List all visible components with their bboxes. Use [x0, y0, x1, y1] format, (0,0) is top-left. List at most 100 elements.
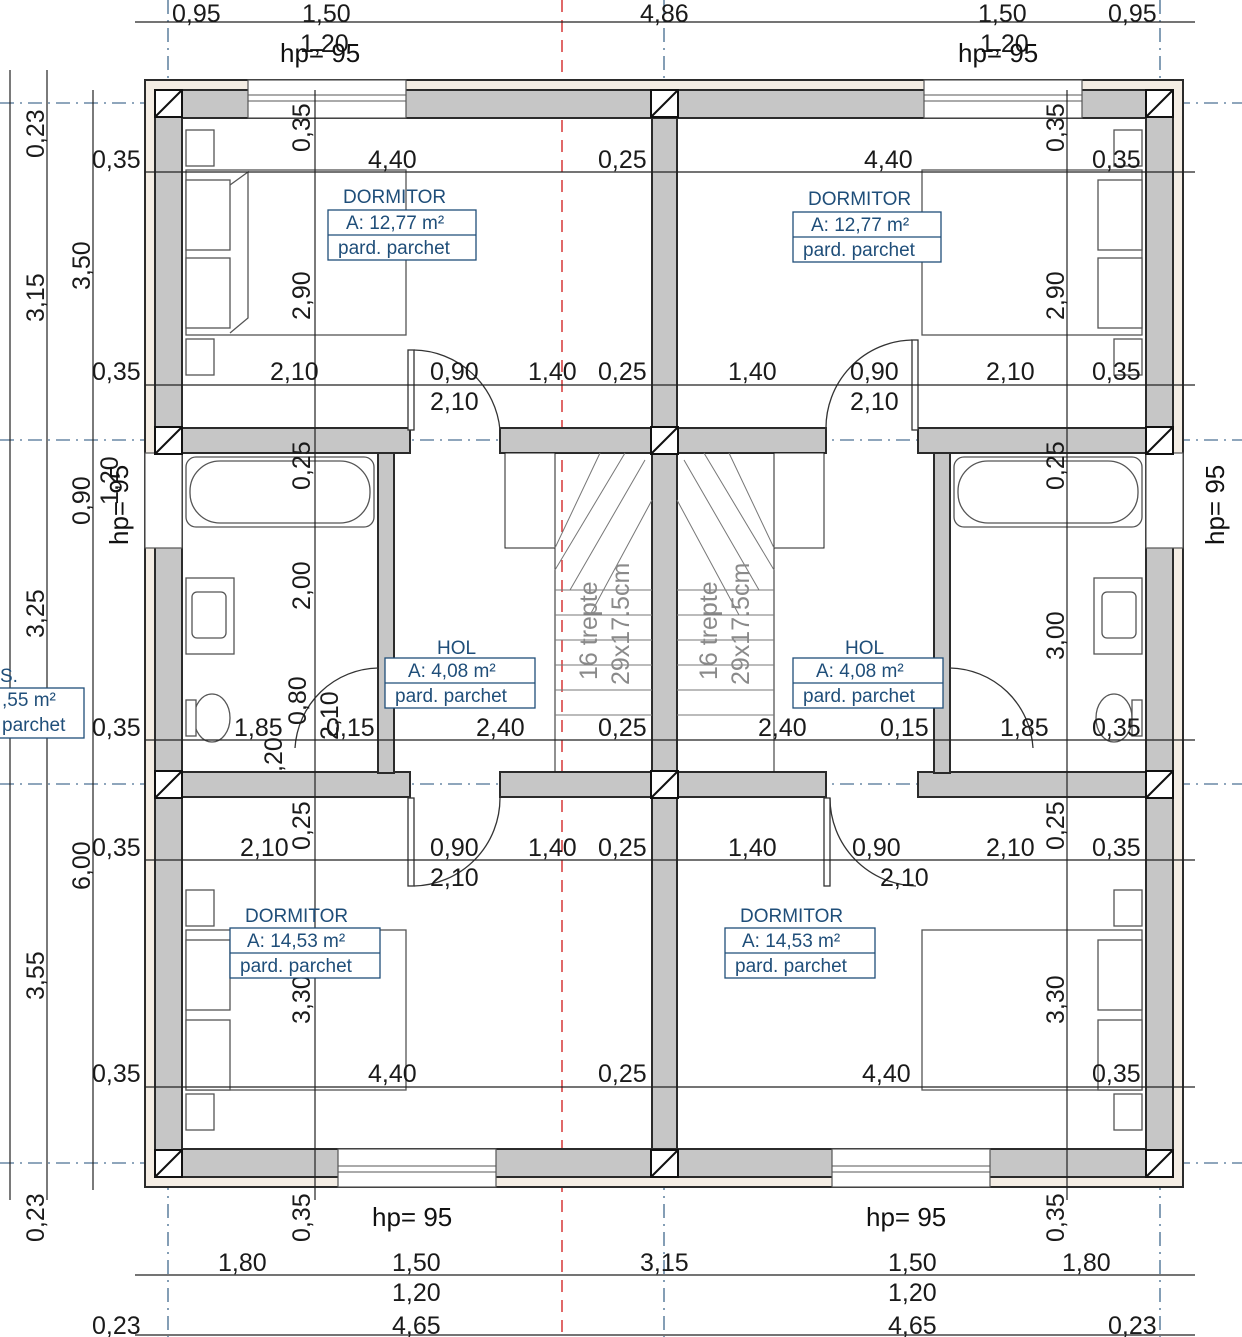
- dim-left-outer-2: 3,15: [22, 273, 50, 322]
- dim-210-v: 2,10: [316, 691, 344, 740]
- dim-035-j: 0,35: [1092, 1060, 1141, 1088]
- dim-015-b: 0,15: [880, 714, 929, 742]
- dim-210-door-c: 2,10: [430, 864, 479, 892]
- cut-room-floor: parchet: [2, 715, 66, 736]
- dim-330-a: 3,30: [288, 975, 316, 1024]
- dim-top-5: 0,95: [1108, 0, 1157, 28]
- hp-bottom-left: hp= 95: [372, 1202, 452, 1232]
- room-area: A: 14,53 m²: [247, 931, 345, 952]
- dim-210-b: 2,10: [986, 358, 1035, 386]
- dim-bottom-row2-4: 0,23: [1108, 1312, 1157, 1337]
- dim-bottom-2: 1,50: [392, 1249, 441, 1277]
- dim-015-a: 0,15: [326, 714, 375, 742]
- dim-440-b: 4,40: [864, 146, 913, 174]
- room-floor: pard. parchet: [735, 956, 848, 977]
- room-name: HOL: [845, 638, 884, 659]
- dim-035-v3: 0,35: [288, 1193, 316, 1242]
- dim-top-4: 1,50: [978, 0, 1027, 28]
- dim-140-b: 1,40: [728, 358, 777, 386]
- dim-left-inner-1: 3,50: [68, 241, 96, 290]
- room-floor: pard. parchet: [395, 686, 508, 707]
- dim-210-c: 2,10: [240, 834, 289, 862]
- cut-room-name: S.: [0, 666, 18, 687]
- dim-left-inner-2: 0,90: [68, 476, 96, 525]
- dim-025-d: 0,25: [598, 834, 647, 862]
- dim-090-d: 0,90: [852, 834, 901, 862]
- dim-025-e: 0,25: [598, 1060, 647, 1088]
- hp-bottom-right: hp= 95: [866, 1202, 946, 1232]
- room-label-bedroom-bottom-left: DORMITOR A: 14,53 m² pard. parchet: [229, 906, 381, 979]
- dim-025-b: 0,25: [598, 358, 647, 386]
- dim-210-door-d: 2,10: [880, 864, 929, 892]
- dim-bottom-4: 1,50: [888, 1249, 937, 1277]
- dim-025-v2: 0,25: [1042, 441, 1070, 490]
- dim-090-b: 0,90: [850, 358, 899, 386]
- dim-240-a: 2,40: [476, 714, 525, 742]
- dim-440-d: 4,40: [862, 1060, 911, 1088]
- dim-top-2: 1,50: [302, 0, 351, 28]
- room-floor: pard. parchet: [803, 686, 916, 707]
- dimension-lines: [9, 21, 1195, 1336]
- dim-bottom-row2-1: 0,23: [92, 1312, 141, 1337]
- room-area: A: 14,53 m²: [742, 931, 840, 952]
- dim-210-d: 2,10: [986, 834, 1035, 862]
- hp-top-left: hp= 95: [280, 38, 360, 68]
- dim-bottom-window-1: 1,20: [392, 1279, 441, 1307]
- dim-left-inner-3: 1,20: [96, 456, 124, 505]
- room-floor: pard. parchet: [803, 240, 916, 261]
- room-area: A: 12,77 m²: [346, 213, 444, 234]
- interior-dimensions: 0,35 4,40 0,25 4,40 0,35 0,35 0,35 2,90 …: [92, 103, 1141, 1242]
- hp-top-right: hp= 95: [958, 38, 1038, 68]
- room-name: DORMITOR: [808, 189, 911, 210]
- dim-440-c: 4,40: [368, 1060, 417, 1088]
- bottom-hp: hp= 95 hp= 95: [372, 1202, 946, 1232]
- stair-labels: 16 trepte 29x17.5cm 16 trepte 29x17.5cm: [575, 563, 755, 685]
- dim-210-door-b: 2,10: [850, 388, 899, 416]
- dim-035-h: 0,35: [1092, 834, 1141, 862]
- room-label-bedroom-bottom-right: DORMITOR A: 14,53 m² pard. parchet: [724, 906, 876, 979]
- dim-025-c: 0,25: [598, 714, 647, 742]
- dim-020: ,20: [260, 737, 288, 772]
- dim-025-a: 0,25: [598, 146, 647, 174]
- dim-185-a: 1,85: [234, 714, 283, 742]
- dim-080: 0,80: [284, 676, 312, 725]
- dim-left-outer-1: 0,23: [22, 109, 50, 158]
- stair-size-left: 29x17.5cm: [607, 563, 635, 685]
- cut-off-room-label: S. ,55 m² parchet: [0, 666, 85, 739]
- dim-090-a: 0,90: [430, 358, 479, 386]
- dim-140-a: 1,40: [528, 358, 577, 386]
- dim-035-i: 0,35: [92, 1060, 141, 1088]
- dim-035-v1: 0,35: [288, 103, 316, 152]
- room-area: A: 4,08 m²: [816, 661, 904, 682]
- dim-025-v3: 0,25: [288, 801, 316, 850]
- dim-025-v1: 0,25: [288, 441, 316, 490]
- dim-035-e: 0,35: [92, 714, 141, 742]
- room-name: DORMITOR: [343, 187, 446, 208]
- dim-top-1: 0,95: [172, 0, 221, 28]
- dim-090-c: 0,90: [430, 834, 479, 862]
- room-area: A: 4,08 m²: [408, 661, 496, 682]
- room-name: DORMITOR: [245, 906, 348, 927]
- room-name: DORMITOR: [740, 906, 843, 927]
- dim-left-outer-4: 3,55: [22, 951, 50, 1000]
- dim-035-v2: 0,35: [1042, 103, 1070, 152]
- dim-left-inner-4: 6,00: [68, 841, 96, 890]
- dim-140-d: 1,40: [728, 834, 777, 862]
- dim-035-b: 0,35: [1092, 146, 1141, 174]
- dim-bottom-window-2: 1,20: [888, 1279, 937, 1307]
- dim-300: 3,00: [1042, 611, 1070, 660]
- dim-035-g: 0,35: [92, 834, 141, 862]
- dim-240-b: 2,40: [758, 714, 807, 742]
- room-floor: pard. parchet: [338, 238, 451, 259]
- dim-290-a: 2,90: [288, 271, 316, 320]
- stair-steps-right: 16 trepte: [695, 581, 723, 680]
- dim-top-window-1: 1,20: [300, 30, 349, 58]
- dim-bottom-row2-3: 4,65: [888, 1312, 937, 1337]
- staircase: [504, 452, 825, 772]
- room-label-hall-left: HOL A: 4,08 m² pard. parchet: [384, 638, 536, 709]
- dim-440-a: 4,40: [368, 146, 417, 174]
- room-area: A: 12,77 m²: [811, 215, 909, 236]
- dim-035-f: 0,35: [1092, 714, 1141, 742]
- room-label-hall-right: HOL A: 4,08 m² pard. parchet: [792, 638, 944, 709]
